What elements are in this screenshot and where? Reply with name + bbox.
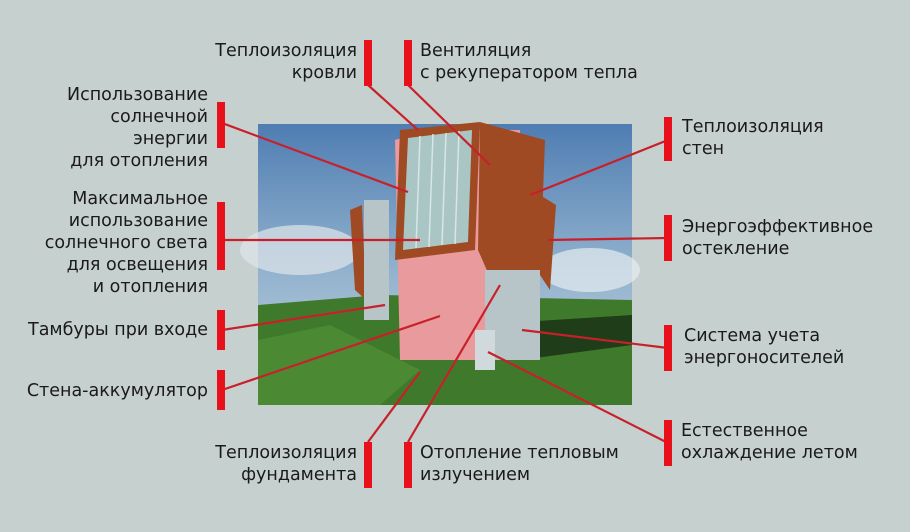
label-vestibules: Тамбуры при входе bbox=[28, 320, 208, 340]
label-storage-wall: Стена-аккумулятор bbox=[26, 381, 208, 401]
leader-lines bbox=[221, 84, 669, 444]
label-markers bbox=[217, 40, 672, 488]
